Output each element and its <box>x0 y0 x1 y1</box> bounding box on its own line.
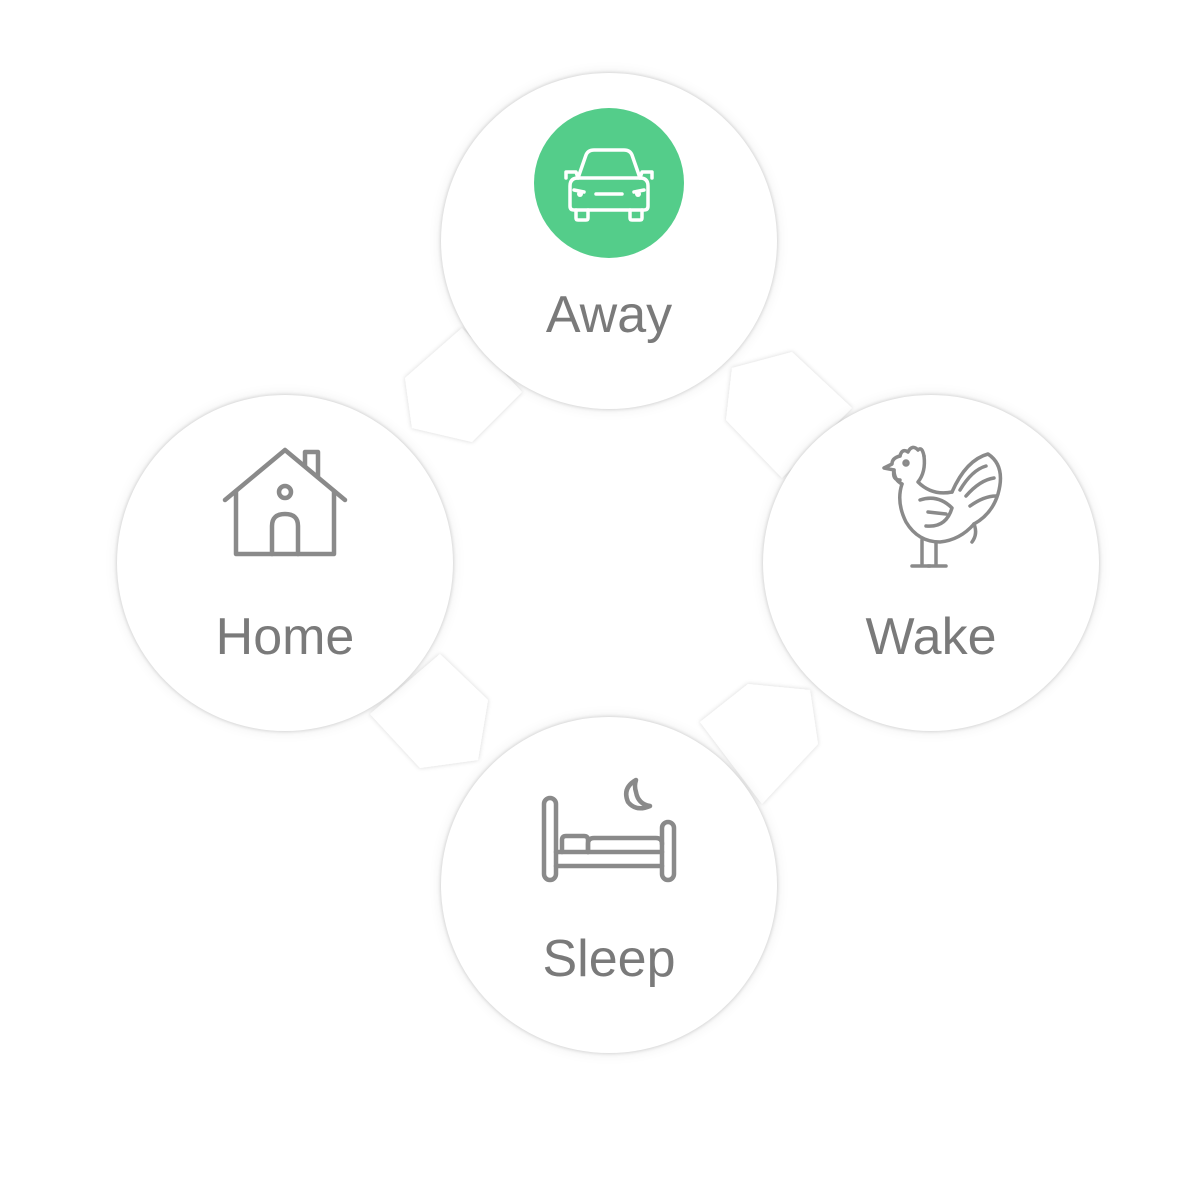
mode-sleep-button[interactable]: Sleep <box>441 717 777 1053</box>
connector-away-wake <box>726 352 852 478</box>
rooster-icon <box>856 430 1006 580</box>
mode-wake-button[interactable]: Wake <box>763 395 1099 731</box>
connector-home-sleep <box>370 654 488 768</box>
mode-away-button[interactable]: Away <box>441 73 777 409</box>
mode-label-home: Home <box>215 608 355 666</box>
connector-home-away <box>405 328 522 442</box>
bed-moon-icon <box>534 752 684 902</box>
connector-wake-sleep <box>700 684 818 804</box>
car-icon <box>534 108 684 258</box>
mode-label-away: Away <box>545 286 673 344</box>
mode-label-sleep: Sleep <box>542 930 676 988</box>
mode-home-button[interactable]: Home <box>117 395 453 731</box>
mode-label-wake: Wake <box>865 608 997 666</box>
house-icon <box>210 430 360 580</box>
